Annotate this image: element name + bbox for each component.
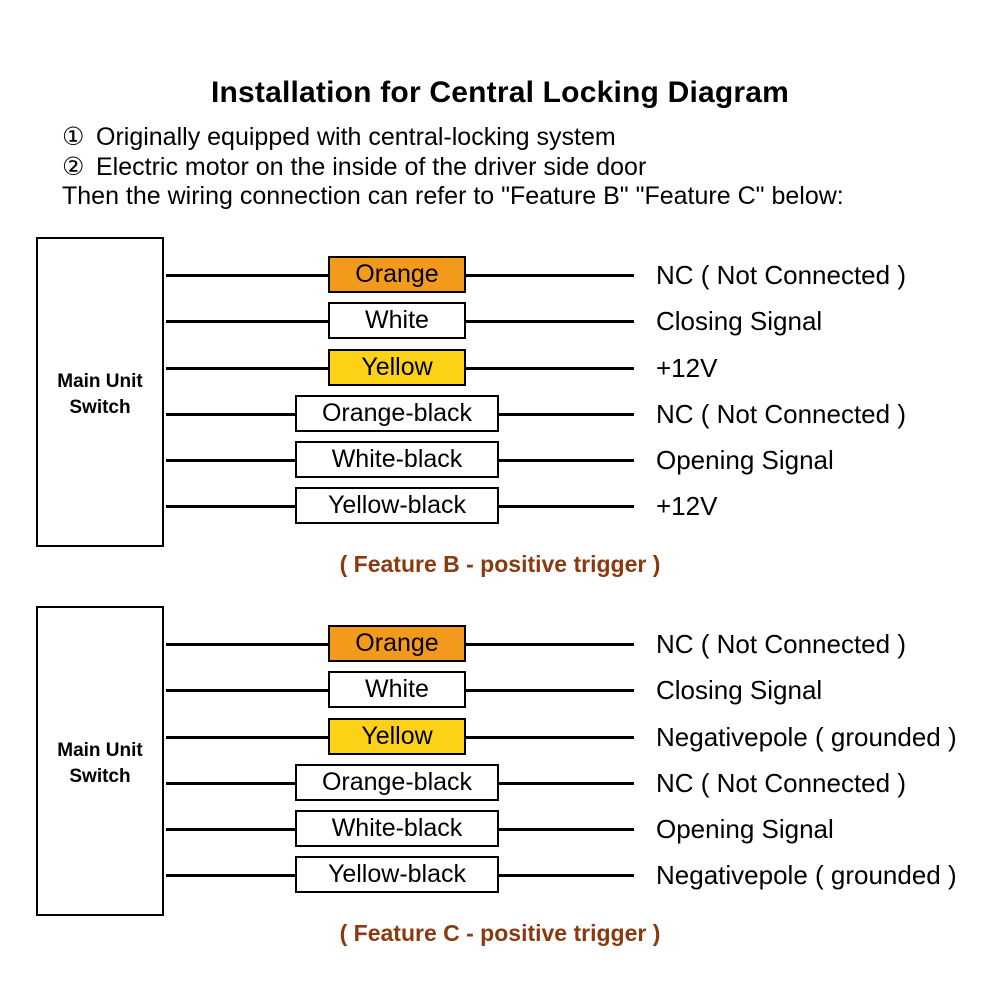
wire-row: White-black Opening Signal <box>0 810 1000 850</box>
feature-b-caption: ( Feature B - positive trigger ) <box>339 551 661 577</box>
wire-line-left <box>166 367 328 370</box>
note-3: Then the wiring connection can refer to … <box>62 182 844 211</box>
wire-line-left <box>166 874 295 877</box>
wire-line-left <box>166 505 295 508</box>
note-2-marker: ② <box>62 153 85 181</box>
wire-color-label: White-black <box>295 441 499 478</box>
wire-line-right <box>466 736 634 739</box>
wire-color-label: Orange-black <box>295 395 499 432</box>
wire-row: White Closing Signal <box>0 671 1000 711</box>
wire-line-left <box>166 643 328 646</box>
unit-label-line2: Switch <box>69 397 131 418</box>
wire-line-left <box>166 828 295 831</box>
wire-color-label: Orange <box>328 256 466 293</box>
wire-line-left <box>166 689 328 692</box>
wire-line-right <box>466 274 634 277</box>
wire-function: NC ( Not Connected ) <box>656 399 906 429</box>
wire-line-right <box>466 367 634 370</box>
wire-color-label: Yellow-black <box>295 856 499 893</box>
wire-color-label: Yellow <box>328 718 466 755</box>
wire-row: Orange NC ( Not Connected ) <box>0 256 1000 296</box>
diagram-title: Installation for Central Locking Diagram <box>210 76 790 109</box>
wire-function: Opening Signal <box>656 445 834 475</box>
wire-function: NC ( Not Connected ) <box>656 629 906 659</box>
note-1: ① Originally equipped with central-lockin… <box>62 122 616 152</box>
feature-b-diagram: Main Unit Switch Orange NC ( Not Connecte… <box>0 237 1000 607</box>
note-3-text: Then the wiring connection can refer to … <box>62 182 844 210</box>
wire-line-left <box>166 274 328 277</box>
wire-color-label: White-black <box>295 810 499 847</box>
wire-row: Yellow-black +12V <box>0 487 1000 527</box>
wire-line-right <box>466 689 634 692</box>
wire-color-label: White <box>328 302 466 339</box>
wire-line-left <box>166 413 295 416</box>
wire-line-left <box>166 459 295 462</box>
wire-function: Opening Signal <box>656 814 834 844</box>
wire-line-right <box>499 459 634 462</box>
wire-line-right <box>499 782 634 785</box>
wire-color-label: Yellow <box>328 349 466 386</box>
wire-color-label: White <box>328 671 466 708</box>
wire-line-right <box>499 874 634 877</box>
note-1-marker: ① <box>62 123 85 151</box>
wire-row: Yellow Negativepole ( grounded ) <box>0 718 1000 758</box>
note-1-text: Originally equipped with central-locking… <box>96 123 616 151</box>
main-unit-switch-label: Main Unit Switch <box>38 738 162 790</box>
wire-color-label: Yellow-black <box>295 487 499 524</box>
wire-row: White-black Opening Signal <box>0 441 1000 481</box>
wire-line-right <box>466 320 634 323</box>
wire-row: White Closing Signal <box>0 302 1000 342</box>
note-2: ② Electric motor on the inside of the dri… <box>62 152 646 182</box>
wire-row: Yellow-black Negativepole ( grounded ) <box>0 856 1000 896</box>
wire-line-right <box>499 505 634 508</box>
wire-function: Closing Signal <box>656 306 823 336</box>
wire-row: Yellow +12V <box>0 349 1000 389</box>
wire-row: Orange-black NC ( Not Connected ) <box>0 395 1000 435</box>
wire-row: Orange NC ( Not Connected ) <box>0 625 1000 665</box>
wire-line-right <box>466 643 634 646</box>
wire-color-label: Orange-black <box>295 764 499 801</box>
wire-line-left <box>166 782 295 785</box>
wire-line-left <box>166 736 328 739</box>
wire-row: Orange-black NC ( Not Connected ) <box>0 764 1000 804</box>
wire-function: +12V <box>656 353 718 383</box>
wire-line-left <box>166 320 328 323</box>
note-2-text: Electric motor on the inside of the driv… <box>96 153 647 181</box>
wire-function: +12V <box>656 491 718 521</box>
wire-function: NC ( Not Connected ) <box>656 768 906 798</box>
wire-line-right <box>499 828 634 831</box>
main-unit-switch-box: Main Unit Switch <box>36 237 164 547</box>
wire-color-label: Orange <box>328 625 466 662</box>
wire-function: Negativepole ( grounded ) <box>656 722 957 752</box>
main-unit-switch-label: Main Unit Switch <box>38 369 162 421</box>
unit-label-line1: Main Unit <box>57 740 143 761</box>
unit-label-line2: Switch <box>69 766 131 787</box>
feature-c-diagram: Main Unit Switch Orange NC ( Not Connecte… <box>0 606 1000 976</box>
wire-function: Negativepole ( grounded ) <box>656 860 957 890</box>
wire-function: NC ( Not Connected ) <box>656 260 906 290</box>
wire-line-right <box>499 413 634 416</box>
wire-function: Closing Signal <box>656 675 823 705</box>
feature-c-caption: ( Feature C - positive trigger ) <box>339 920 661 946</box>
unit-label-line1: Main Unit <box>57 371 143 392</box>
main-unit-switch-box: Main Unit Switch <box>36 606 164 916</box>
